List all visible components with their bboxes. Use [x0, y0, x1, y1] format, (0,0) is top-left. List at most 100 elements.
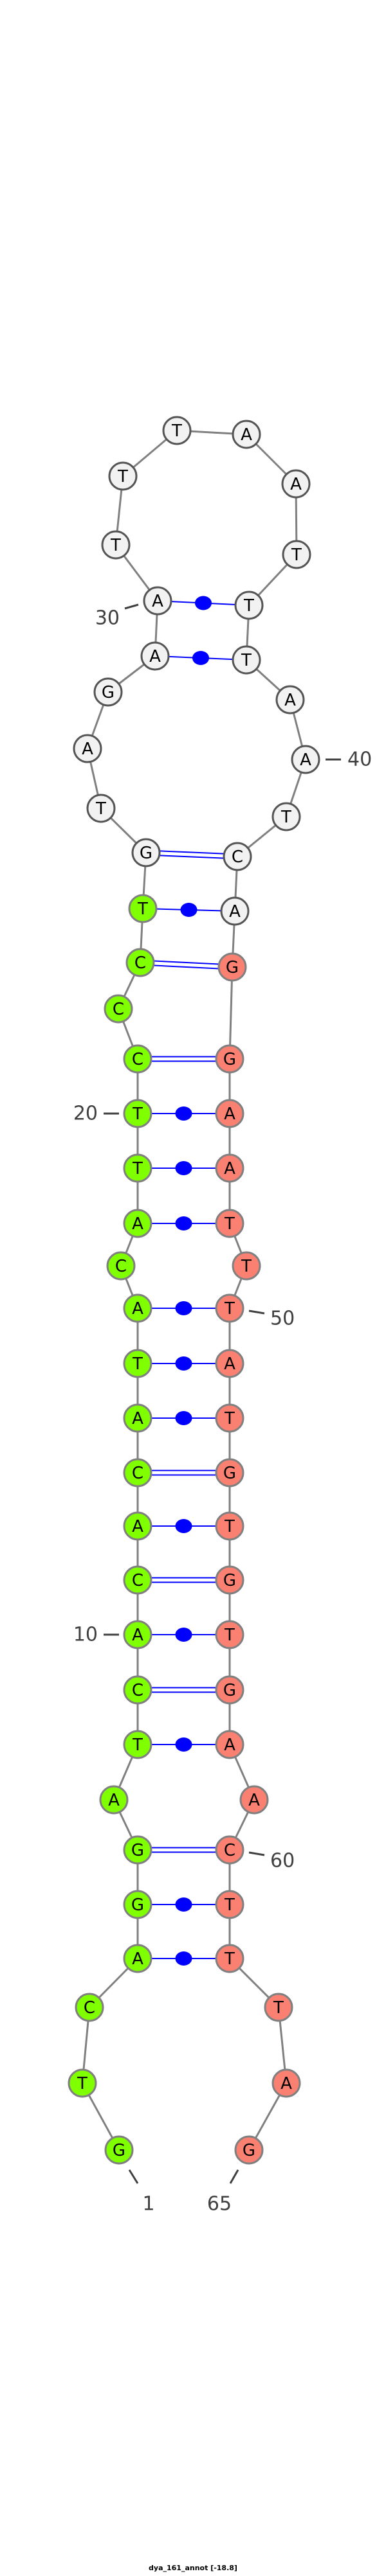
nucleotide-circle — [271, 2068, 301, 2098]
nucleotide-12: A — [123, 1511, 152, 1541]
nucleotide-circle — [104, 994, 133, 1024]
nucleotide-26: T — [86, 794, 116, 823]
nucleotide-letter: C — [113, 1000, 124, 1019]
nucleotide-letter: T — [117, 467, 128, 486]
nucleotide-11: C — [123, 1565, 152, 1595]
nucleotide-letter: G — [113, 2141, 125, 2160]
nucleotide-circle — [108, 461, 138, 491]
nucleotide-circle — [104, 2135, 134, 2165]
base-pair-25-42 — [145, 849, 238, 860]
nucleotide-letter: G — [102, 683, 115, 702]
at-bond-dot — [175, 1519, 192, 1533]
nucleotide-circle — [232, 645, 261, 675]
nucleotide-55: G — [215, 1565, 244, 1595]
nucleotide-circle — [123, 1565, 152, 1595]
nucleotide-circle — [223, 842, 252, 871]
nucleotide-letter: A — [224, 1159, 235, 1178]
nucleotide-letter: G — [140, 844, 152, 863]
nucleotide-circle — [215, 1511, 244, 1541]
nucleotide-circle — [140, 641, 170, 671]
nucleotide-circle — [215, 1620, 244, 1649]
nucleotide-letter: T — [132, 1355, 143, 1374]
nucleotide-letter: T — [224, 1517, 235, 1536]
position-label-10: 10 — [73, 1624, 119, 1646]
nucleotide-circle — [264, 1993, 293, 2022]
nucleotide-10: A — [123, 1620, 152, 1649]
at-bond-dot — [192, 651, 209, 665]
nucleotide-50: T — [215, 1293, 244, 1323]
position-label-65: 65 — [207, 2169, 239, 2216]
nucleotide-letter: A — [82, 740, 93, 759]
nucleotide-letter: A — [290, 475, 302, 494]
position-number: 65 — [207, 2193, 232, 2216]
base-pair-13-53 — [138, 1470, 230, 1476]
nucleotide-59: A — [239, 1785, 269, 1815]
position-label-20: 20 — [73, 1103, 119, 1125]
gc-bond-line — [145, 854, 238, 860]
nucleotide-13: C — [123, 1458, 152, 1488]
base-pair-5-61 — [138, 1897, 230, 1912]
nucleotide-circle — [215, 1099, 244, 1128]
nucleotide-circle — [234, 2135, 264, 2165]
base-pair-30-37 — [157, 596, 250, 610]
nucleotide-42: C — [223, 842, 252, 871]
position-number: 20 — [73, 1103, 98, 1125]
nucleotide-25: G — [131, 838, 161, 867]
nucleotide-45: G — [215, 1044, 244, 1074]
position-number: 50 — [270, 1308, 295, 1330]
nucleotide-letter: T — [224, 1950, 235, 1969]
label-tick — [124, 603, 139, 610]
nucleotide-circle — [282, 540, 311, 569]
nucleotide-circle — [271, 802, 301, 831]
nucleotide-65: G — [234, 2135, 264, 2165]
nucleotide-letter: T — [77, 2074, 87, 2093]
nucleotide-46: A — [215, 1099, 244, 1128]
nucleotide-circle — [123, 1293, 152, 1323]
base-pair-6-60 — [138, 1847, 230, 1853]
at-bond-dot — [175, 1106, 192, 1121]
nucleotide-circle — [123, 1944, 152, 1973]
position-label-60: 60 — [248, 1850, 295, 1872]
nucleotide-letter: T — [224, 1626, 235, 1645]
nucleotide-30: A — [143, 586, 172, 616]
nucleotide-63: T — [264, 1993, 293, 2022]
at-bond-dot — [195, 596, 212, 610]
nucleotide-circle — [131, 838, 161, 867]
nucleotide-circle — [162, 416, 192, 445]
nucleotide-53: G — [215, 1458, 244, 1488]
nucleotide-1: G — [104, 2135, 134, 2165]
base-pair-16-50 — [138, 1301, 230, 1315]
position-number: 10 — [73, 1624, 98, 1646]
nucleotide-circle — [232, 420, 261, 449]
nucleotide-35: A — [281, 469, 311, 499]
base-pair-24-43 — [142, 903, 235, 917]
nucleotide-circle — [123, 1349, 152, 1378]
label-tick — [229, 2169, 239, 2184]
nucleotide-32: T — [108, 461, 138, 491]
nucleotide-circle — [123, 1620, 152, 1649]
nucleotide-circle — [123, 1458, 152, 1488]
nucleotide-circle — [215, 1675, 244, 1705]
gc-bond-line — [145, 849, 238, 855]
nucleotide-letter: T — [110, 536, 121, 555]
nucleotide-letter: T — [273, 1998, 284, 2018]
position-label-50: 50 — [248, 1308, 295, 1330]
nucleotide-circle — [123, 1403, 152, 1433]
nucleotide-circle — [125, 948, 155, 977]
nucleotide-circle — [215, 1565, 244, 1595]
nucleotide-letter: C — [132, 1464, 143, 1483]
nucleotide-15: T — [123, 1349, 152, 1378]
label-tick — [248, 1310, 265, 1315]
nucleotide-letter: G — [223, 1050, 236, 1069]
nucleotide-41: T — [271, 802, 301, 831]
nucleotide-circle — [128, 894, 158, 923]
nucleotide-letter: T — [280, 808, 291, 827]
nucleotide-49: T — [232, 1251, 261, 1281]
nucleotide-circle — [220, 896, 250, 926]
position-label-40: 40 — [326, 749, 372, 771]
nucleotide-letter: A — [152, 592, 163, 611]
at-bond-dot — [175, 1356, 192, 1371]
nucleotide-circle — [215, 1293, 244, 1323]
nucleotide-letter: C — [134, 954, 146, 973]
